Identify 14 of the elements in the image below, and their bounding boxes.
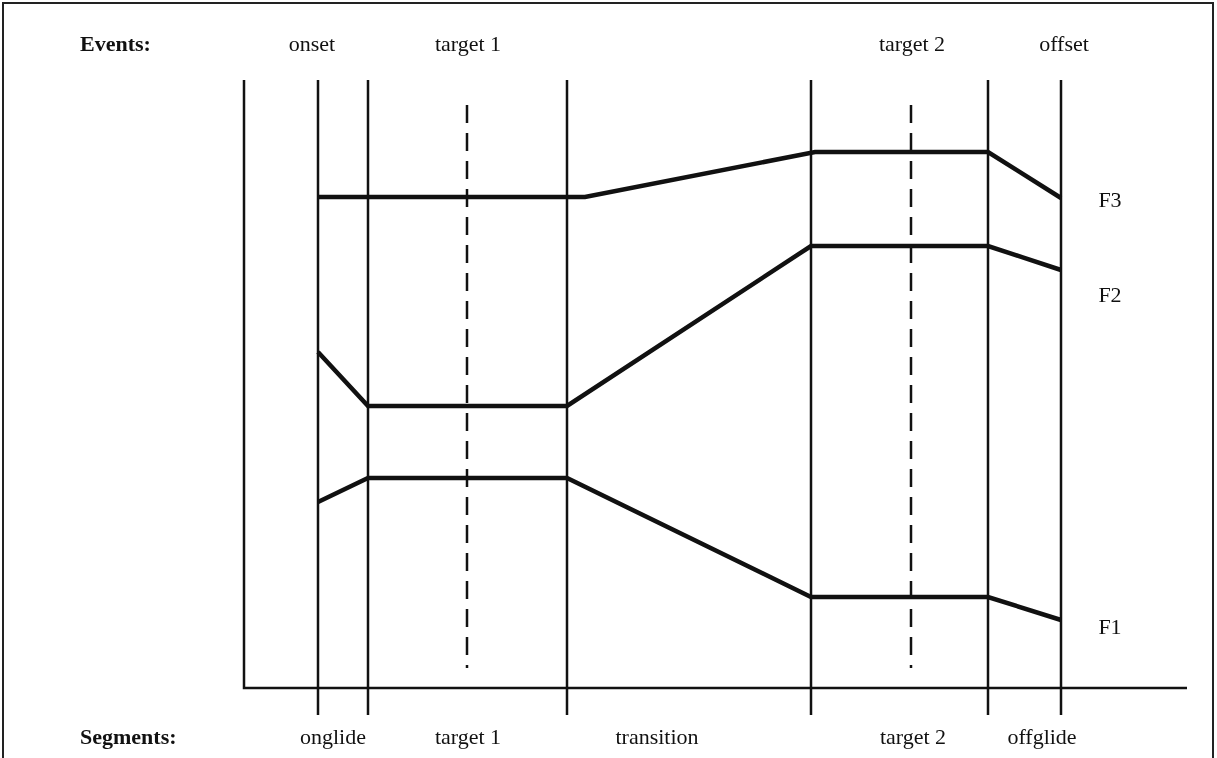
segment-label: target 2 <box>879 726 947 748</box>
segment-label: onglide <box>300 726 366 748</box>
segment-label: target 1 <box>434 726 502 748</box>
formant-label: F3 <box>1098 189 1122 211</box>
segment-label: transition <box>615 726 699 748</box>
row-heading: Events: <box>80 33 151 55</box>
row-heading: Segments: <box>80 726 177 748</box>
event-label: offset <box>1039 33 1089 55</box>
event-label: target 2 <box>878 33 946 55</box>
event-label: target 1 <box>434 33 502 55</box>
event-label: onset <box>288 33 336 55</box>
formant-label: F2 <box>1098 284 1122 306</box>
segment-label: offglide <box>1007 726 1077 748</box>
formant-label: F1 <box>1098 616 1122 638</box>
